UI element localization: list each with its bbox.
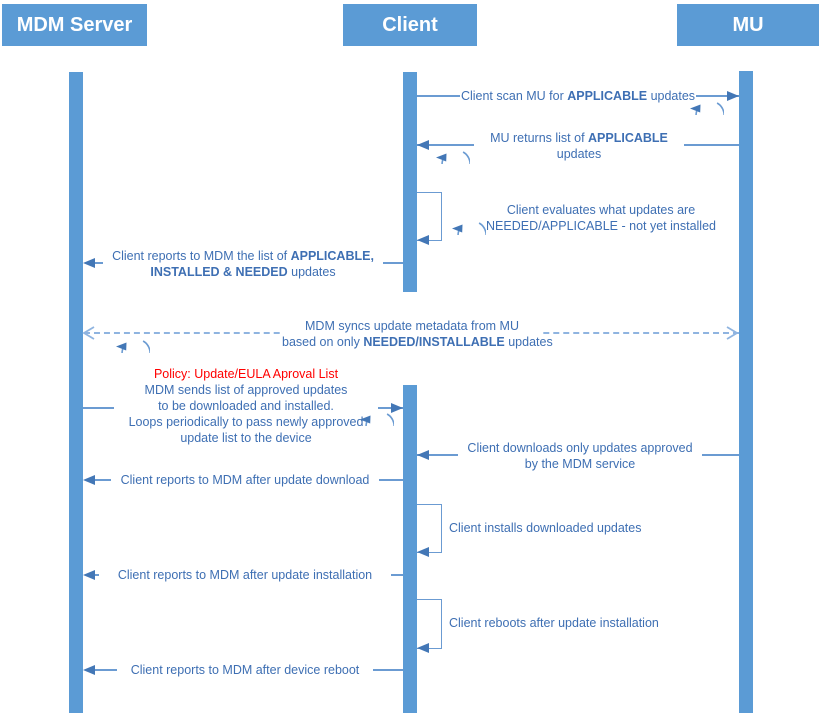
loop-arrow-icon xyxy=(690,102,724,115)
message-line-text: Client downloads only updates approved xyxy=(467,441,693,455)
message-installs: Client installs downloaded updates xyxy=(449,520,679,536)
policy-title: Policy: Update/EULA Aproval List xyxy=(153,367,339,381)
loop-arrow-icon xyxy=(452,222,486,235)
message-evaluates: Client evaluates what updates are NEEDED… xyxy=(481,202,721,234)
arrowhead-left-icon xyxy=(83,475,95,485)
message-report-download: Client reports to MDM after update downl… xyxy=(111,472,379,488)
lifeline-client-upper xyxy=(403,72,417,292)
arrowhead-left-icon xyxy=(83,570,95,580)
message-line-text: Client evaluates what updates are xyxy=(506,203,696,217)
loop-arrow-icon xyxy=(436,151,470,164)
message-line-text: updates xyxy=(556,147,602,161)
self-message-loop xyxy=(417,192,442,241)
arrowhead-left-icon xyxy=(83,665,95,675)
arrowhead-left-icon xyxy=(83,258,95,268)
message-policy: Policy: Update/EULA Aproval List MDM sen… xyxy=(114,366,378,446)
message-scan: Client scan MU for APPLICABLE updates xyxy=(460,88,696,104)
actor-label: Client xyxy=(382,13,438,36)
arrowhead-left-icon xyxy=(417,643,429,653)
actor-header-mu: MU xyxy=(677,4,819,46)
message-line-text: by the MDM service xyxy=(524,457,636,471)
message-line-text: Client scan MU for APPLICABLE updates xyxy=(460,89,696,103)
lifeline-mu xyxy=(739,71,753,713)
arrowhead-left-icon xyxy=(417,140,429,150)
arrowhead-right-icon xyxy=(727,91,739,101)
arrowhead-left-icon xyxy=(417,547,429,557)
arrowhead-left-icon xyxy=(417,235,429,245)
lifeline-client-lower xyxy=(403,385,417,713)
arrowhead-right-icon xyxy=(391,403,403,413)
message-line-text: Loops periodically to pass newly approve… xyxy=(128,415,364,429)
self-message-loop xyxy=(417,599,442,649)
message-report-list: Client reports to MDM the list of APPLIC… xyxy=(103,248,383,280)
message-line-text: MDM sends list of approved updates xyxy=(144,383,348,397)
message-line-text: INSTALLED & NEEDED updates xyxy=(150,265,336,279)
message-report-reboot: Client reports to MDM after device reboo… xyxy=(117,662,373,678)
open-arrowhead-right-icon xyxy=(726,326,739,340)
message-line-text: NEEDED/APPLICABLE - not yet installed xyxy=(486,219,716,233)
lifeline-mdm-server xyxy=(69,72,83,713)
message-line-text: MDM syncs update metadata from MU xyxy=(305,319,519,333)
message-line-text: Client reports to MDM after device reboo… xyxy=(130,663,360,677)
actor-header-client: Client xyxy=(343,4,477,46)
actor-label: MDM Server xyxy=(16,13,133,36)
message-downloads: Client downloads only updates approved b… xyxy=(458,440,702,472)
message-reboots: Client reboots after update installation xyxy=(449,615,689,631)
self-message-loop xyxy=(417,504,442,553)
message-sync: MDM syncs update metadata from MU based … xyxy=(282,318,553,350)
open-arrowhead-left-icon xyxy=(82,326,95,340)
message-returns: MU returns list of APPLICABLE updates xyxy=(474,130,684,162)
message-line-text: update list to the device xyxy=(180,431,312,445)
message-report-install: Client reports to MDM after update insta… xyxy=(99,567,391,583)
message-line-text: MU returns list of APPLICABLE xyxy=(490,131,668,145)
arrowhead-left-icon xyxy=(417,450,429,460)
message-line-text: Client reports to MDM after update insta… xyxy=(117,568,373,582)
message-line-text: Client reports to MDM after update downl… xyxy=(120,473,370,487)
actor-label: MU xyxy=(732,13,764,36)
loop-arrow-icon xyxy=(360,413,394,426)
message-line-text: based on only NEEDED/INSTALLABLE updates xyxy=(282,335,553,349)
loop-arrow-icon xyxy=(116,340,150,353)
message-line-text: Client reboots after update installation xyxy=(449,616,659,630)
actor-header-mdm-server: MDM Server xyxy=(2,4,147,46)
message-line-text: Client installs downloaded updates xyxy=(449,521,642,535)
message-line-text: to be downloaded and installed. xyxy=(158,399,334,413)
message-line-text: Client reports to MDM the list of APPLIC… xyxy=(112,249,374,263)
